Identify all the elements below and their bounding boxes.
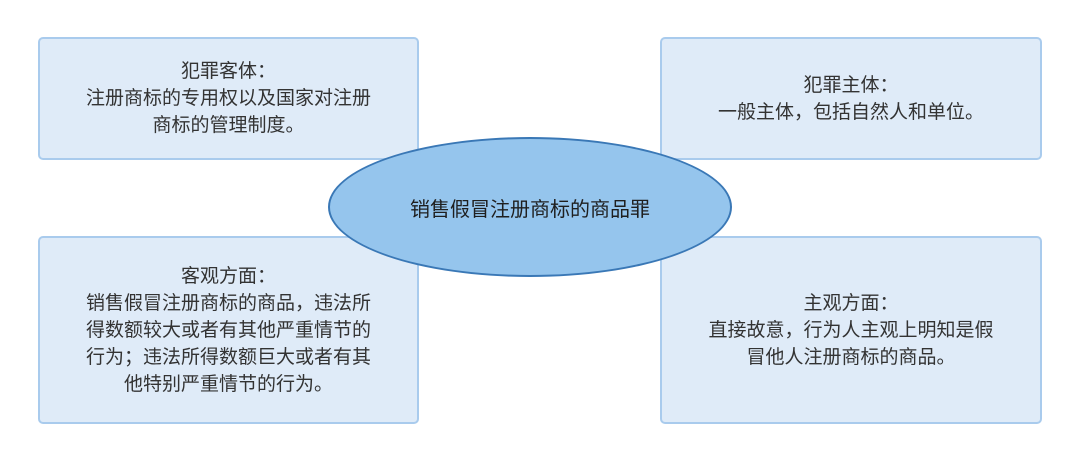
crime-object-text-line-1: 注册商标的专用权以及国家对注册 <box>85 87 371 109</box>
crime-subject-text-line-1: 一般主体，包括自然人和单位。 <box>717 100 984 123</box>
central-crime-label: 销售假冒注册商标的商品罪 <box>410 196 650 221</box>
subjective-aspect-box: 主观方面： 直接故意，行为人主观上明知是假 冒他人注册商标的商品。 <box>660 236 1042 424</box>
crime-object-text-line-2: 商标的管理制度。 <box>152 114 305 136</box>
central-crime-ellipse: 销售假冒注册商标的商品罪 <box>328 137 732 277</box>
objective-aspect-box: 客观方面： 销售假冒注册商标的商品，违法所 得数额较大或者有其他严重情节的 行为… <box>38 236 419 424</box>
objective-aspect-title: 客观方面： <box>180 264 276 287</box>
objective-aspect-text-line-4: 他特别严重情节的行为。 <box>123 372 333 395</box>
crime-subject-box: 犯罪主体： 一般主体，包括自然人和单位。 <box>660 37 1042 160</box>
crime-object-title: 犯罪客体： <box>180 60 276 82</box>
objective-aspect-text-line-1: 销售假冒注册商标的商品，违法所 <box>85 291 371 314</box>
crime-object-box: 犯罪客体： 注册商标的专用权以及国家对注册 商标的管理制度。 <box>38 37 419 160</box>
objective-aspect-text-line-3: 行为；违法所得数额巨大或者有其 <box>85 345 371 368</box>
subjective-aspect-text-line-1: 直接故意，行为人主观上明知是假 <box>708 318 994 341</box>
subjective-aspect-title: 主观方面： <box>803 291 899 314</box>
objective-aspect-text-line-2: 得数额较大或者有其他严重情节的 <box>85 318 371 341</box>
crime-subject-title: 犯罪主体： <box>803 73 899 96</box>
subjective-aspect-text-line-2: 冒他人注册商标的商品。 <box>746 345 956 368</box>
